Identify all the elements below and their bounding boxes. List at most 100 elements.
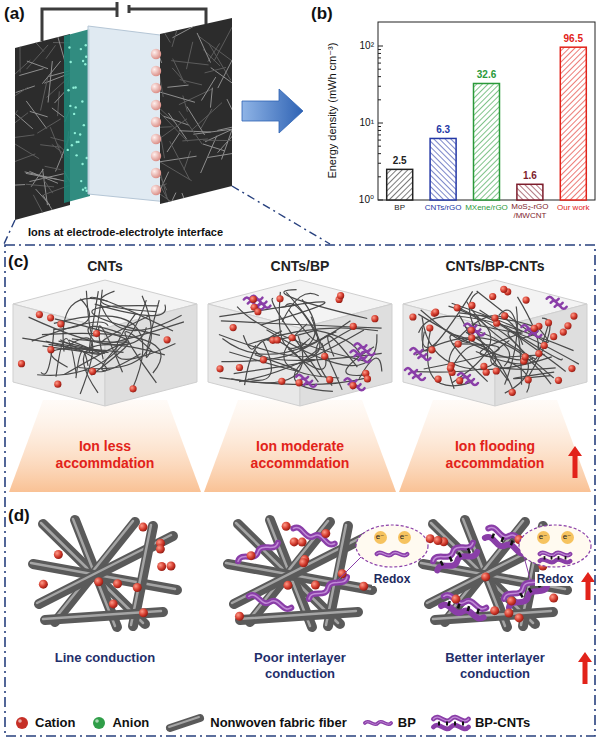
ion-sphere xyxy=(93,717,105,729)
fiber-strand xyxy=(26,101,46,129)
electron-symbol: e⁻ xyxy=(398,531,411,544)
bp-wave-highlight xyxy=(248,594,292,610)
bp-wave-highlight xyxy=(308,575,348,601)
cation-sphere xyxy=(276,295,283,302)
fiber-strand xyxy=(214,27,232,61)
bp-sheet xyxy=(433,717,468,729)
axis-tick xyxy=(378,123,383,124)
active-particle xyxy=(71,144,73,146)
cation-sphere xyxy=(555,377,562,384)
legend-swatch xyxy=(91,713,107,733)
active-particle xyxy=(81,100,83,102)
fiber-strand xyxy=(8,110,18,125)
interface-cation xyxy=(151,185,161,195)
fiber-strand xyxy=(184,151,191,170)
fiber-strand xyxy=(222,118,237,159)
cation-sphere xyxy=(432,309,439,316)
fiber-strand xyxy=(0,40,6,62)
active-particle xyxy=(68,46,70,48)
cnt-pillar xyxy=(511,541,513,546)
increase-arrow xyxy=(581,572,595,600)
bp-flake xyxy=(359,358,371,362)
battery-plate xyxy=(116,2,119,17)
active-particle xyxy=(79,133,81,135)
cation-sphere xyxy=(535,350,542,357)
cation-sphere xyxy=(39,580,48,589)
interface-cation xyxy=(151,100,161,110)
interface-cation xyxy=(151,117,161,127)
fiber-strand xyxy=(36,189,50,205)
fiber-strand xyxy=(40,145,61,148)
tick-label: 10² xyxy=(360,40,374,52)
ion-glow xyxy=(204,400,396,492)
cation-sphere xyxy=(428,346,435,353)
fiber-strand xyxy=(156,191,187,212)
fiber-strand xyxy=(201,136,217,173)
block-arrow xyxy=(242,89,303,133)
electrode-cube xyxy=(399,280,591,492)
cation-sphere xyxy=(456,377,463,384)
bp-wave xyxy=(237,541,279,564)
fiber-strand xyxy=(63,215,79,219)
cation-sphere xyxy=(481,572,490,581)
cnt-strand xyxy=(88,326,121,342)
interface-cation xyxy=(151,151,161,161)
cation-sphere xyxy=(216,365,223,372)
sphere-highlight xyxy=(96,719,100,723)
active-particle xyxy=(83,124,85,126)
fiber-strand xyxy=(25,172,67,182)
bp-wave xyxy=(308,575,348,601)
fiber-strand xyxy=(19,31,20,73)
fiber-strand xyxy=(0,154,35,169)
cube-side xyxy=(105,304,197,406)
cation-sphere xyxy=(274,336,281,343)
cnt-pillar xyxy=(448,601,449,606)
active-particle xyxy=(67,149,69,151)
cnt-strand xyxy=(480,333,544,357)
cation-sphere xyxy=(290,537,299,546)
fiber-strand xyxy=(16,114,33,129)
cation-sphere xyxy=(299,558,308,567)
cation-sphere xyxy=(349,382,356,389)
cation-sphere xyxy=(283,581,292,590)
conduction-note: Line conduction xyxy=(35,650,175,666)
cnt-strand xyxy=(422,317,552,369)
active-particle xyxy=(85,44,87,46)
cation-sphere xyxy=(509,389,516,396)
cation-sphere xyxy=(326,376,333,383)
axis-tick xyxy=(378,146,381,147)
cnt-pillar xyxy=(441,561,443,566)
cnt-strand xyxy=(282,293,318,321)
accommodation-note: Ion moderate accommdation xyxy=(235,438,365,472)
cation-sphere xyxy=(282,522,291,531)
zoom-leader xyxy=(232,186,330,244)
panel-region: (b) xyxy=(305,0,600,228)
active-particle xyxy=(80,180,82,182)
electrode xyxy=(160,18,232,204)
bp-sheet-lower xyxy=(436,550,478,573)
bp-wave xyxy=(441,604,485,620)
cation-sphere xyxy=(133,583,142,592)
active-particle xyxy=(82,188,84,190)
cation-sphere xyxy=(364,375,371,382)
bp-sheet xyxy=(237,541,279,564)
active-particle xyxy=(73,113,75,115)
tick-label: 10⁰ xyxy=(359,194,374,206)
cnt-pillar xyxy=(544,556,546,560)
fiber-strand xyxy=(201,77,215,100)
cation-sphere xyxy=(426,534,435,543)
fiber-strand xyxy=(0,60,30,90)
cnt-strand xyxy=(285,304,342,390)
increase-arrow xyxy=(578,652,592,684)
zoom-heading: Ions at electrode-electrolyte interface xyxy=(28,226,223,239)
panel-label: (a) xyxy=(4,4,25,24)
fiber-strand xyxy=(48,61,52,102)
cation-sphere xyxy=(166,562,175,571)
cnt-pillar xyxy=(492,534,494,539)
fiber-strand xyxy=(19,69,43,76)
ion-glow xyxy=(399,400,591,492)
fiber-strand xyxy=(0,116,6,142)
axis-tick xyxy=(378,140,381,141)
bar-value: 32.6 xyxy=(477,69,496,81)
